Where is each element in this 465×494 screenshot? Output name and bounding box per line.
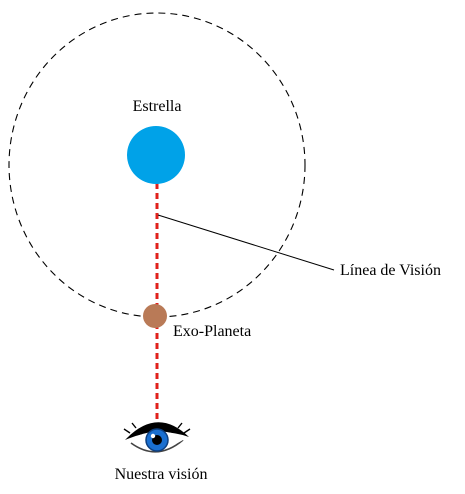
eye-icon: [123, 422, 191, 453]
star-label: Estrella: [133, 98, 182, 115]
star-circle: [127, 126, 185, 184]
line-of-sight-label: Línea de Visión: [340, 262, 441, 279]
eye-iris-ring: [145, 428, 169, 452]
orbit-path: [8, 12, 306, 318]
eye-lashes: [123, 422, 191, 434]
planet-circle: [143, 304, 167, 328]
line-of-sight-pointer: [157, 214, 335, 271]
observer-label: Nuestra visión: [115, 466, 208, 483]
eye-highlight: [150, 433, 156, 439]
exoplanet-label: Exo-Planeta: [173, 323, 251, 340]
